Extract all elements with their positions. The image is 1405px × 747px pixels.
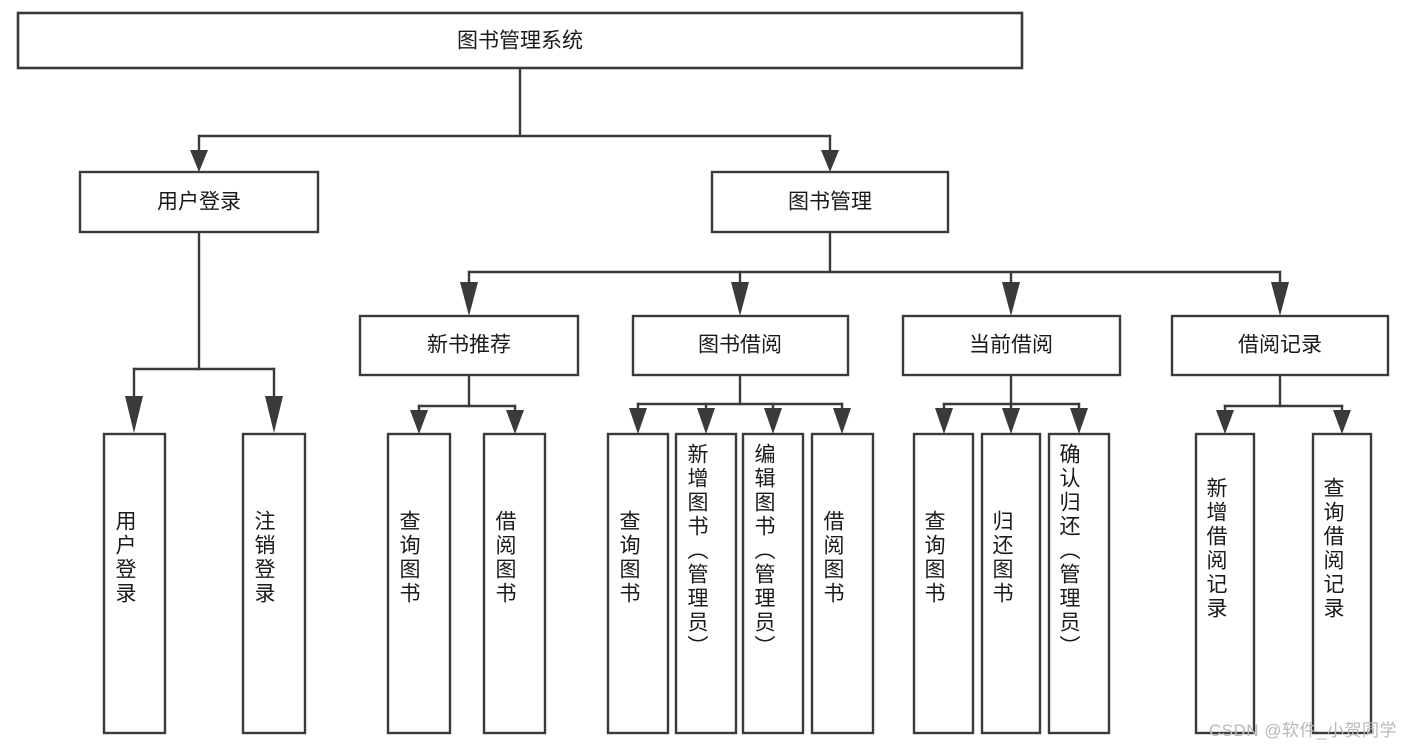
label-new-book-recommend: 新书推荐 [427, 334, 511, 357]
leaf-label-user-login: 用户登录 [113, 510, 136, 606]
label-book-management: 图书管理 [788, 191, 872, 214]
leaf-label-nb-borrow-book: 借阅图书 [493, 510, 516, 606]
leaf-label-logout: 注销登录 [252, 510, 275, 606]
arrow-head-bb-leaf-2 [697, 408, 715, 434]
leaf-label-bb-query-book: 查询图书 [617, 510, 640, 606]
leaf-box-user-login[interactable] [102, 432, 167, 735]
leaf-label-nb-query-book: 查询图书 [397, 510, 420, 606]
leaf-label-bb-edit-book: 编辑图书（管理员） [752, 443, 775, 659]
arrow-head-bb-leaf-4 [833, 408, 851, 434]
arrow-head-cb-leaf-3 [1070, 408, 1088, 434]
arrow-head-cb-leaf-1 [935, 408, 953, 434]
label-book-borrow: 图书借阅 [698, 334, 782, 357]
label-current-borrow: 当前借阅 [969, 334, 1053, 357]
csdn-watermark: CSDN @软件_小贺同学 [1208, 721, 1397, 740]
arrow-head-bb-leaf-1 [629, 408, 647, 434]
arrow-head-record [1271, 282, 1289, 316]
label-borrow-record: 借阅记录 [1238, 334, 1322, 357]
node-boxes [16, 11, 1390, 735]
leaf-box-br-add-record[interactable] [1194, 432, 1256, 735]
leaf-box-logout[interactable] [241, 432, 307, 735]
arrow-head-cb-leaf-2 [1002, 408, 1020, 434]
arrow-head-leaf-user-login [125, 396, 143, 433]
arrow-head-bookmgmt [821, 150, 839, 172]
arrow-head-userlogin [190, 150, 208, 172]
leaf-label-cb-query-book: 查询图书 [922, 510, 945, 606]
leaf-box-cb-query-book[interactable] [912, 432, 975, 735]
leaf-box-nb-query-book[interactable] [386, 432, 452, 735]
arrow-head-leaf-logout [265, 396, 283, 433]
arrow-head-current [1002, 282, 1020, 316]
leaf-label-cb-confirm-return: 确认归还（管理员） [1057, 443, 1080, 659]
arrow-head-br-leaf-1 [1216, 410, 1234, 434]
leaf-box-bb-add-book[interactable] [674, 432, 738, 735]
label-user-login: 用户登录 [157, 191, 241, 214]
node-box-borrow-record[interactable] [1170, 314, 1390, 377]
leaf-box-nb-borrow-book[interactable] [482, 432, 547, 735]
label-root: 图书管理系统 [457, 30, 583, 53]
leaf-box-bb-query-book[interactable] [606, 432, 670, 735]
leaf-label-br-query-record: 查询借阅记录 [1321, 477, 1344, 621]
leaf-box-cb-return-book[interactable] [980, 432, 1042, 735]
arrow-head-nb-leaf-1 [410, 410, 428, 434]
leaf-label-cb-return-book: 归还图书 [990, 510, 1013, 606]
node-box-current-borrow[interactable] [901, 314, 1122, 377]
connector-group [125, 66, 1351, 434]
arrow-head-borrow [731, 282, 749, 316]
leaf-box-bb-edit-book[interactable] [741, 432, 805, 735]
node-box-root[interactable] [16, 11, 1024, 70]
leaf-label-bb-add-book: 新增图书（管理员） [685, 443, 708, 659]
node-box-book-borrow[interactable] [631, 314, 850, 377]
node-box-book-management[interactable] [710, 170, 950, 234]
leaf-box-br-query-record[interactable] [1311, 432, 1373, 735]
arrow-head-bb-leaf-3 [764, 408, 782, 434]
leaf-label-bb-borrow-book: 借阅图书 [821, 510, 844, 606]
arrow-head-nb-leaf-2 [506, 410, 524, 434]
node-box-user-login[interactable] [78, 170, 320, 234]
leaf-label-br-add-record: 新增借阅记录 [1204, 477, 1227, 621]
leaf-box-cb-confirm-return[interactable] [1047, 432, 1111, 735]
arrow-head-newbook [460, 282, 478, 316]
node-box-new-book-recommend[interactable] [358, 314, 580, 377]
arrow-head-br-leaf-2 [1333, 410, 1351, 434]
node-labels-horizontal: 图书管理系统 用户登录 图书管理 新书推荐 图书借阅 当前借阅 借阅记录 [157, 30, 1322, 357]
leaf-box-bb-borrow-book[interactable] [810, 432, 875, 735]
